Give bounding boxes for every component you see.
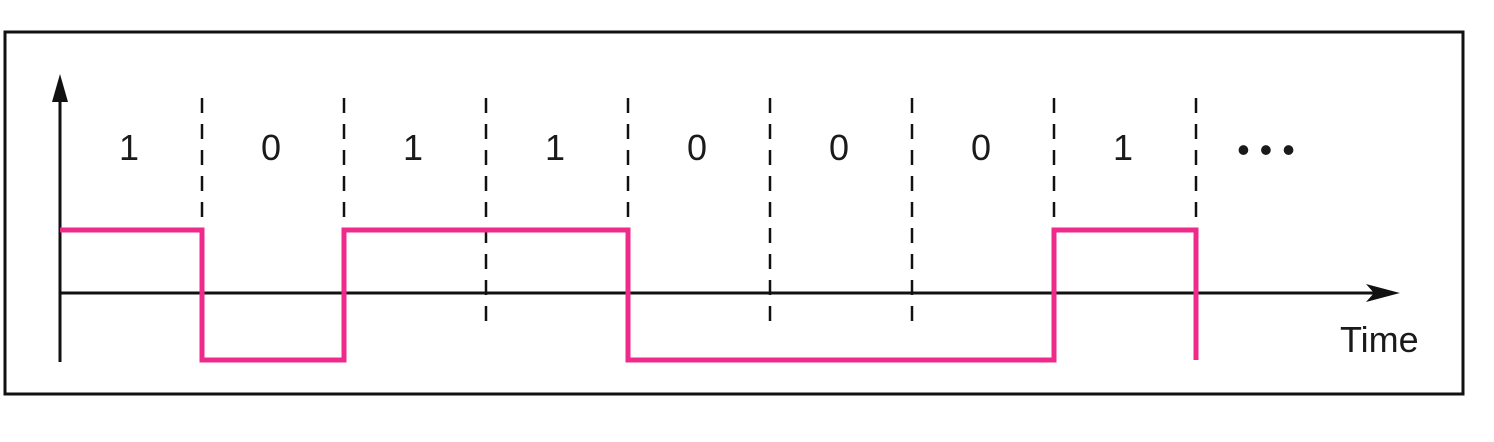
bit-label-8: 1 bbox=[1113, 127, 1133, 168]
bit-label-7: 0 bbox=[971, 127, 991, 168]
bit-label-1: 1 bbox=[119, 127, 139, 168]
bit-label-3: 1 bbox=[403, 127, 423, 168]
nrz-signal-waveform bbox=[60, 227, 1199, 363]
bit-label-6: 0 bbox=[829, 127, 849, 168]
x-axis-arrow-icon bbox=[1366, 284, 1400, 302]
bit-label-4: 1 bbox=[545, 127, 565, 168]
bit-dividers bbox=[200, 98, 1198, 332]
diagram-frame bbox=[3, 30, 1465, 396]
bit-label-2: 0 bbox=[261, 127, 281, 168]
bit-label-5: 0 bbox=[687, 127, 707, 168]
y-axis-arrow-icon bbox=[52, 74, 68, 102]
bit-labels: 1 0 1 1 0 0 0 1 bbox=[119, 127, 1133, 168]
time-axis-label: Time bbox=[1340, 319, 1419, 360]
continuation-dots: • • • bbox=[1237, 129, 1295, 170]
